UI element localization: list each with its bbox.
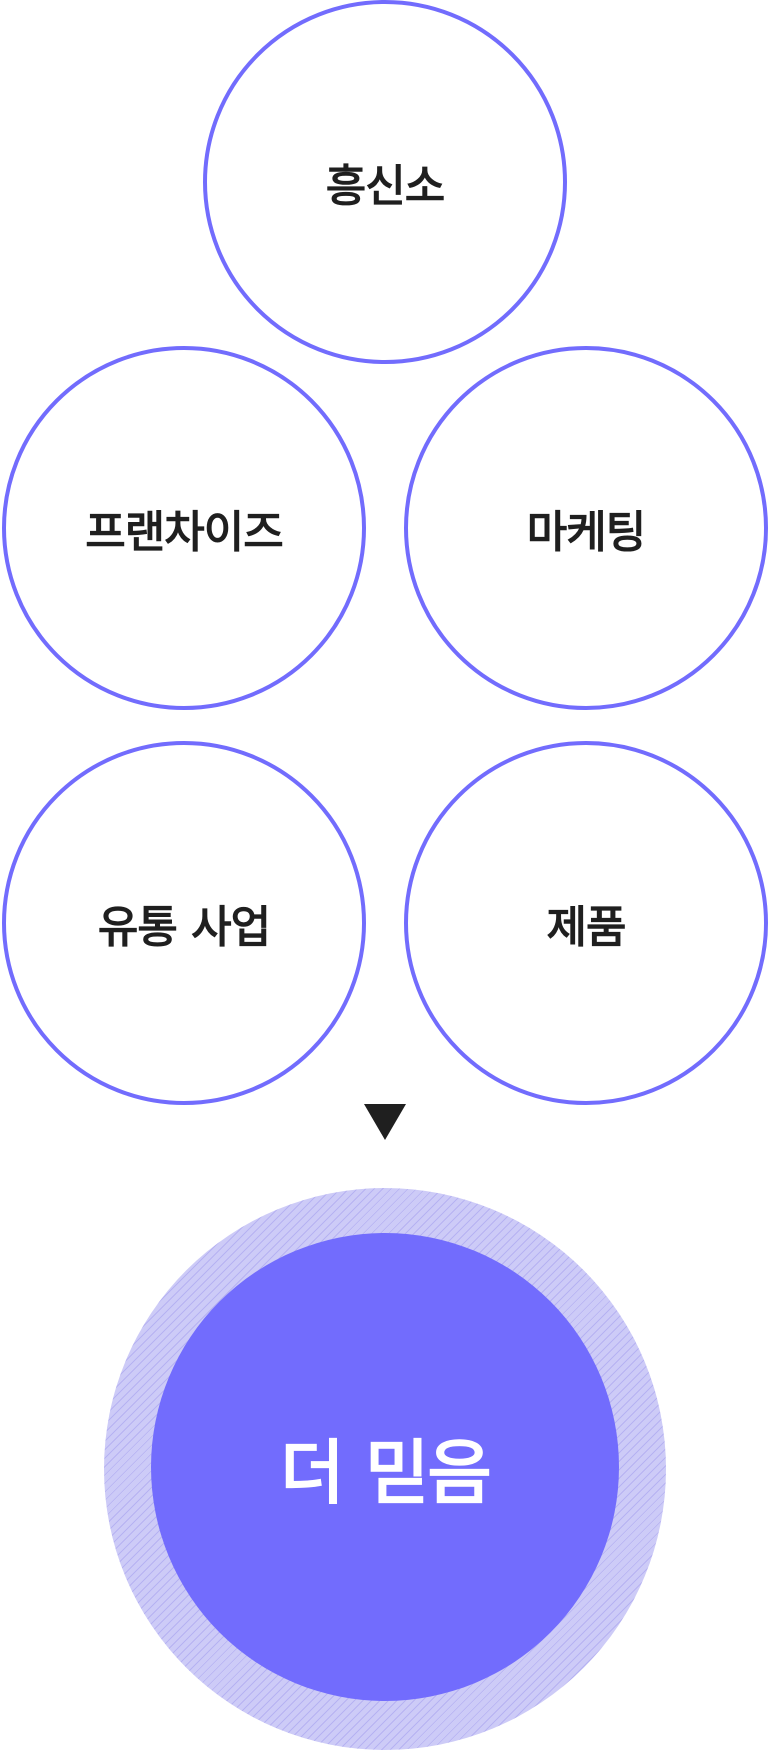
node-label: 프랜차이즈 xyxy=(85,507,283,558)
node-circle-product: 제품 xyxy=(404,741,768,1105)
node-label: 제품 xyxy=(546,902,627,953)
node-circle-distribution: 유통 사업 xyxy=(2,741,366,1105)
node-label: 흥신소 xyxy=(325,161,445,212)
result-label: 더 믿음 xyxy=(280,1431,492,1514)
node-label: 마케팅 xyxy=(526,507,646,558)
node-circle-marketing: 마케팅 xyxy=(404,346,768,710)
node-label: 유통 사업 xyxy=(97,902,271,953)
result-circle: 더 믿음 xyxy=(151,1233,619,1701)
node-circle-franchise: 프랜차이즈 xyxy=(2,346,366,710)
node-circle-heungsinso: 흥신소 xyxy=(203,0,567,364)
down-arrow-icon xyxy=(364,1104,406,1140)
